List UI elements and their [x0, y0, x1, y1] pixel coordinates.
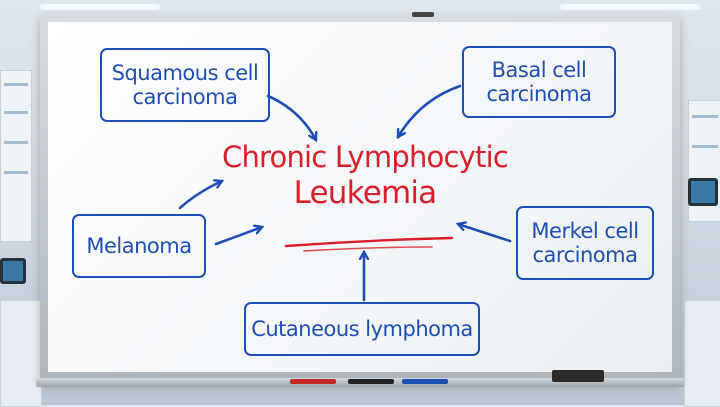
title-line-2: Leukemia: [293, 174, 438, 211]
blue-marker: [402, 379, 448, 384]
node-label: Cutaneous lymphoma: [251, 316, 473, 341]
node-basal-cell-carcinoma: Basal cell carcinoma: [462, 46, 616, 118]
node-cutaneous-lymphoma: Cutaneous lymphoma: [244, 302, 480, 356]
node-label: Basal cell carcinoma: [486, 57, 592, 106]
red-marker: [290, 379, 336, 384]
black-marker: [348, 379, 394, 384]
arrow-melanoma-upper: [178, 181, 222, 210]
arrow-squamous: [266, 94, 316, 140]
arrow-basal: [396, 84, 462, 137]
whiteboard-eraser: [552, 370, 604, 382]
node-melanoma: Melanoma: [72, 214, 206, 278]
medical-monitor: [0, 258, 26, 284]
medical-monitor: [688, 178, 718, 206]
wall-poster: [0, 70, 32, 242]
diagram-title: Chronic Lymphocytic Leukemia: [200, 140, 530, 212]
title-line-1: Chronic Lymphocytic: [222, 140, 509, 174]
node-label: Merkel cell carcinoma: [531, 218, 639, 267]
node-label: Squamous cell carcinoma: [111, 60, 259, 109]
node-merkel-cell-carcinoma: Merkel cell carcinoma: [516, 206, 654, 280]
cabinet: [0, 300, 42, 407]
title-underline: [284, 236, 454, 248]
whiteboard-surface: [48, 22, 672, 372]
arrow-melanoma-lower: [214, 227, 262, 246]
ceiling-light: [40, 4, 160, 10]
board-clip: [412, 12, 434, 17]
node-squamous-cell-carcinoma: Squamous cell carcinoma: [100, 48, 270, 122]
node-label: Melanoma: [86, 233, 192, 258]
cabinet: [684, 300, 720, 407]
ceiling-light: [560, 4, 700, 10]
arrow-merkel: [458, 224, 512, 243]
